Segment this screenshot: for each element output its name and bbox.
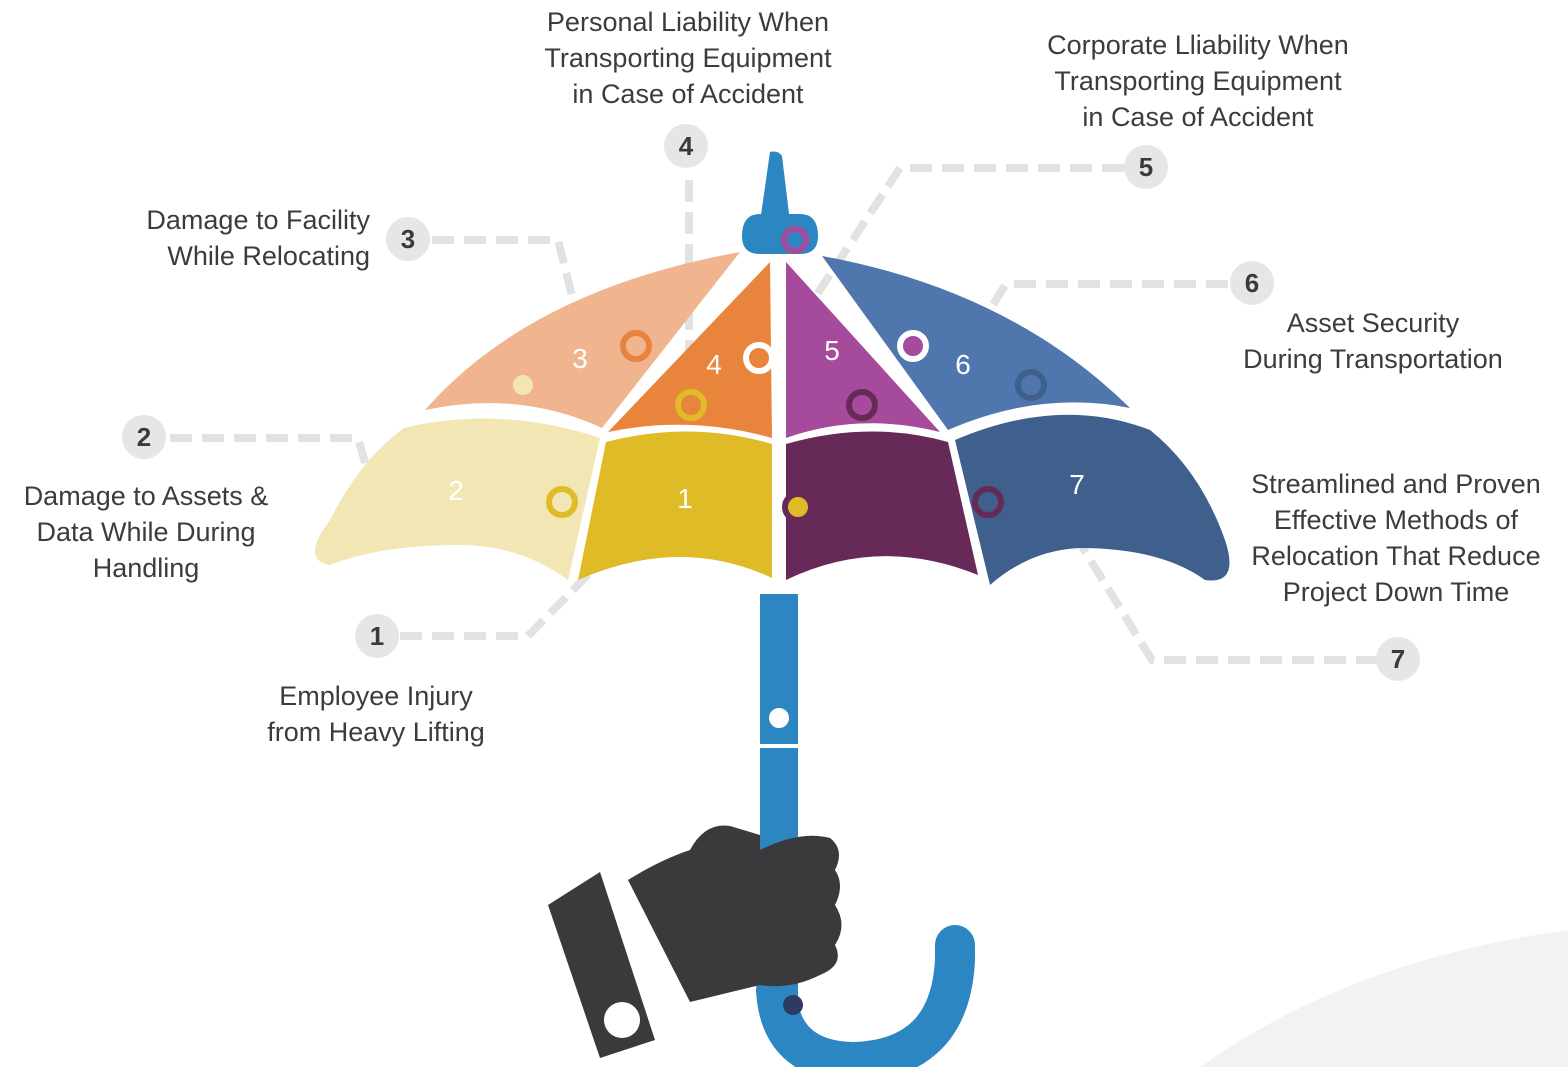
segment-number-4: 4 [706, 349, 722, 380]
badge-6: 6 [1230, 261, 1274, 305]
connector-1 [400, 547, 615, 640]
segment-dark-shape [786, 431, 978, 580]
connector-5 [806, 164, 1124, 308]
item-4-label: Personal Liability When Transporting Equ… [544, 7, 832, 109]
item-3-label: Damage to Facility While Relocating [146, 205, 370, 271]
badge-4: 4 [664, 124, 708, 168]
segment-number-6: 6 [955, 349, 971, 380]
segment-number-7: 7 [1069, 469, 1085, 500]
segment-number-1: 1 [677, 483, 693, 514]
segment-7-shape [955, 414, 1230, 585]
badge-3: 3 [386, 217, 430, 261]
badge-5: 5 [1124, 145, 1168, 189]
badge-2: 2 [122, 415, 166, 459]
umbrella-tip [760, 151, 790, 222]
badge-7: 7 [1376, 637, 1420, 681]
background-swoosh [1200, 930, 1568, 1067]
segment-number-3: 3 [572, 343, 588, 374]
segment-numbers: 1 2 3 4 5 6 7 [448, 335, 1085, 514]
segment-number-2: 2 [448, 475, 464, 506]
segment-2-shape [315, 418, 600, 580]
hand-holding-icon [548, 825, 842, 1058]
segment-4-shape [608, 262, 772, 438]
item-7-label: Streamlined and Proven Effective Methods… [1251, 469, 1541, 607]
item-6-label: Asset Security During Transportation [1243, 308, 1503, 374]
puzzle-knobs [507, 226, 1047, 523]
segment-6-shape [822, 256, 1130, 430]
connector-7 [1074, 537, 1378, 664]
badge-1: 1 [355, 614, 399, 658]
umbrella-hook [756, 925, 975, 1067]
segment-1-shape [578, 431, 772, 580]
item-1-label: Employee Injury from Heavy Lifting [267, 681, 485, 747]
item-2-label: Damage to Assets & Data While During Han… [23, 481, 269, 583]
item-5-label: Corporate Lliability When Transporting E… [1047, 30, 1349, 132]
segment-number-5: 5 [824, 335, 840, 366]
segment-5-shape [786, 262, 940, 438]
segment-3-shape [425, 252, 740, 428]
connector-3 [432, 236, 582, 321]
